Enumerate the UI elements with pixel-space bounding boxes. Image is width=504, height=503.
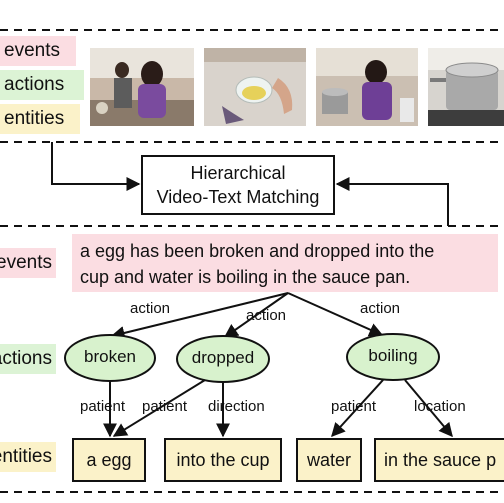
video-frame-girl-at-stove	[316, 48, 418, 126]
edge-label-direction: direction	[208, 398, 265, 415]
entity-egg: a egg	[72, 438, 146, 482]
arrow-video-to-matching	[51, 142, 141, 191]
entity-cup: into the cup	[164, 438, 282, 482]
video-frame-girl-at-counter	[90, 48, 194, 126]
matching-box-line1: Hierarchical	[190, 163, 286, 183]
video-frame-cup-with-egg	[204, 48, 306, 126]
action-node-boiling	[346, 333, 440, 381]
arrow-event-to-dropped	[223, 292, 289, 338]
caption-line1: a egg has been broken and dropped into t…	[80, 241, 435, 261]
hierarchical-matching-box: Hierarchical Video-Text Matching	[141, 155, 335, 215]
tag-video-events: events	[0, 36, 76, 66]
caption-line2: cup and water is boiling in the sauce pa…	[80, 267, 411, 287]
edge-label-patient-2: patient	[142, 398, 188, 415]
entity-pan: in the sauce p	[374, 438, 504, 482]
matching-box-line2: Video-Text Matching	[156, 187, 320, 207]
event-caption: a egg has been broken and dropped into t…	[72, 234, 498, 292]
tag-text-entities: entities	[0, 442, 56, 472]
arrow-dropped-to-egg	[112, 379, 206, 437]
tag-video-entities: entities	[0, 104, 80, 134]
action-label-dropped: dropped	[191, 348, 255, 367]
arrow-boiling-to-pan	[404, 379, 453, 438]
edge-label-patient-3: patient	[331, 398, 377, 415]
tag-text-actions: actions	[0, 344, 56, 374]
edge-label-action-right: action	[360, 300, 401, 317]
edge-label-location: location	[414, 398, 466, 415]
arrow-boiling-to-water	[331, 379, 384, 438]
tag-text-actions-label: actions	[0, 348, 52, 369]
edge-label-action-left: action	[130, 300, 171, 317]
video-frame-sauce-pan-boiling	[428, 48, 504, 126]
edge-label-patient-1: patient	[80, 398, 126, 415]
tag-text-events-label: events	[0, 252, 52, 273]
action-label-broken: broken	[84, 347, 136, 366]
action-label-boiling: boiling	[368, 346, 418, 365]
edge-label-action-mid: action	[246, 307, 287, 324]
arrow-text-to-matching	[335, 177, 449, 226]
entity-water: water	[296, 438, 362, 482]
tag-video-actions: actions	[0, 70, 84, 100]
tag-text-events: events	[0, 248, 56, 278]
arrow-event-to-boiling	[287, 292, 384, 337]
arrow-event-to-broken	[110, 292, 289, 340]
tag-text-entities-label: entities	[0, 446, 52, 467]
